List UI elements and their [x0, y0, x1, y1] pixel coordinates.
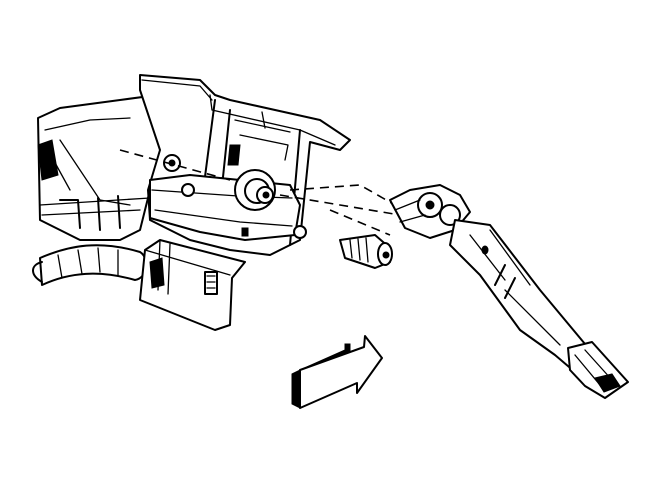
column-bracket [139, 74, 351, 256]
connector [139, 239, 246, 331]
pinch-bolt [339, 234, 393, 269]
alignment-lines [119, 149, 401, 236]
direction-arrow [291, 335, 383, 409]
intermediate-shaft [389, 184, 629, 399]
wiring-harness [32, 244, 148, 286]
